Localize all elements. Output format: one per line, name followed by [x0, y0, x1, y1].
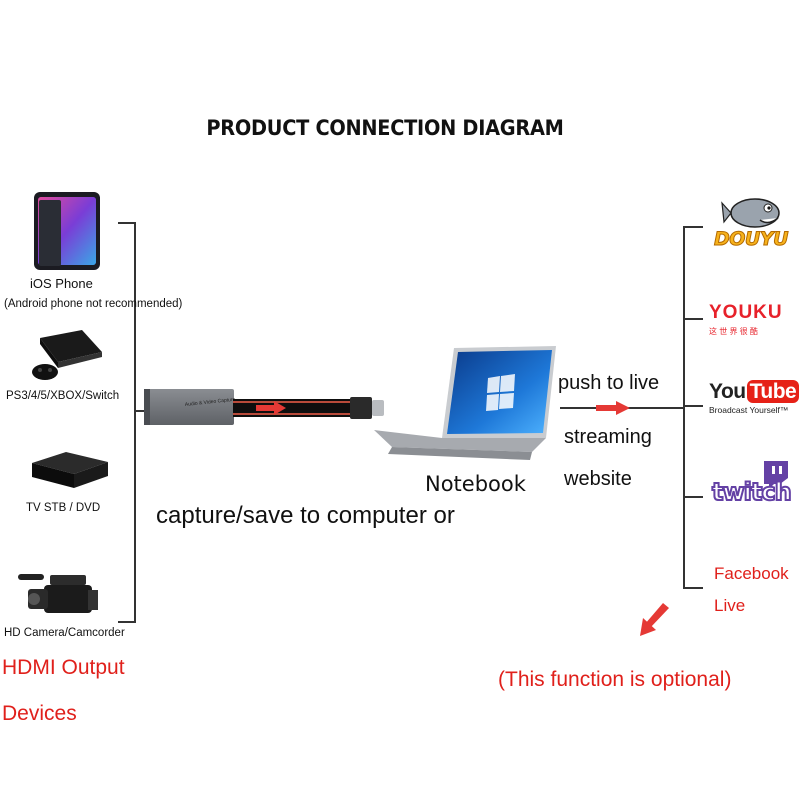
- sources-caption: HDMI Output: [2, 656, 125, 679]
- youku-tagline: 这 世 界 很 酷: [709, 327, 758, 336]
- douyu-fish-icon: [721, 198, 780, 228]
- platform-youku: YOUKU 这 世 界 很 酷: [709, 302, 783, 337]
- youtube-tagline: Broadcast Yourself™: [709, 405, 789, 415]
- platform-douyu: DOUYU: [713, 228, 789, 251]
- cable-arrow: [256, 401, 286, 415]
- youtube-logo-you: You: [709, 380, 746, 403]
- svg-text:Audio & Video Capture: Audio & Video Capture: [185, 397, 236, 408]
- sources-caption: Devices: [2, 702, 77, 725]
- optional-note: (This function is optional): [498, 668, 732, 691]
- bracket-tick: [683, 226, 703, 228]
- source-label: iOS Phone: [30, 276, 93, 291]
- source-label: PS3/4/5/XBOX/Switch: [6, 390, 120, 402]
- bracket-tick: [683, 318, 703, 320]
- camcorder-icon: [18, 574, 98, 613]
- twitch-glitch-icon: [764, 461, 788, 489]
- push-text: push to live: [558, 372, 660, 394]
- facebook-live-line1: Facebook: [714, 564, 789, 583]
- bracket-tick: [118, 621, 136, 623]
- youtube-logo-tube: Tube: [746, 380, 800, 403]
- game-console-icon: [32, 330, 102, 380]
- bracket-tick: [683, 496, 703, 498]
- capture-card-icon: Audio & Video Capture: [144, 389, 236, 425]
- push-text: website: [564, 468, 632, 490]
- notebook-label: Notebook: [425, 472, 526, 496]
- optional-arrow: [640, 603, 669, 636]
- diagram-title: PRODUCT CONNECTION DIAGRAM: [206, 116, 564, 140]
- push-text: streaming: [564, 426, 652, 448]
- twitch-logo-text: twitch: [711, 477, 793, 507]
- facebook-live-line2: Live: [714, 596, 746, 615]
- platforms-bracket: [683, 226, 685, 588]
- capture-text: capture/save to computer or: [156, 502, 455, 529]
- platform-twitch: twitch: [711, 477, 793, 507]
- smartphone-icon: [34, 192, 100, 270]
- laptop-icon: [374, 346, 556, 460]
- set-top-box-icon: [32, 452, 108, 488]
- bracket-tick: [683, 405, 703, 407]
- stream-arrow: [596, 401, 630, 415]
- sources-bracket: [134, 222, 136, 622]
- douyu-logo-text: DOUYU: [713, 228, 789, 251]
- bracket-tick: [683, 587, 703, 589]
- youku-logo-text: YOUKU: [709, 302, 783, 323]
- bracket-tick: [136, 410, 146, 412]
- source-sublabel: (Android phone not recommended): [4, 298, 183, 310]
- bracket-tick: [118, 222, 136, 224]
- source-label: TV STB / DVD: [26, 502, 101, 514]
- source-label: HD Camera/Camcorder: [4, 627, 125, 639]
